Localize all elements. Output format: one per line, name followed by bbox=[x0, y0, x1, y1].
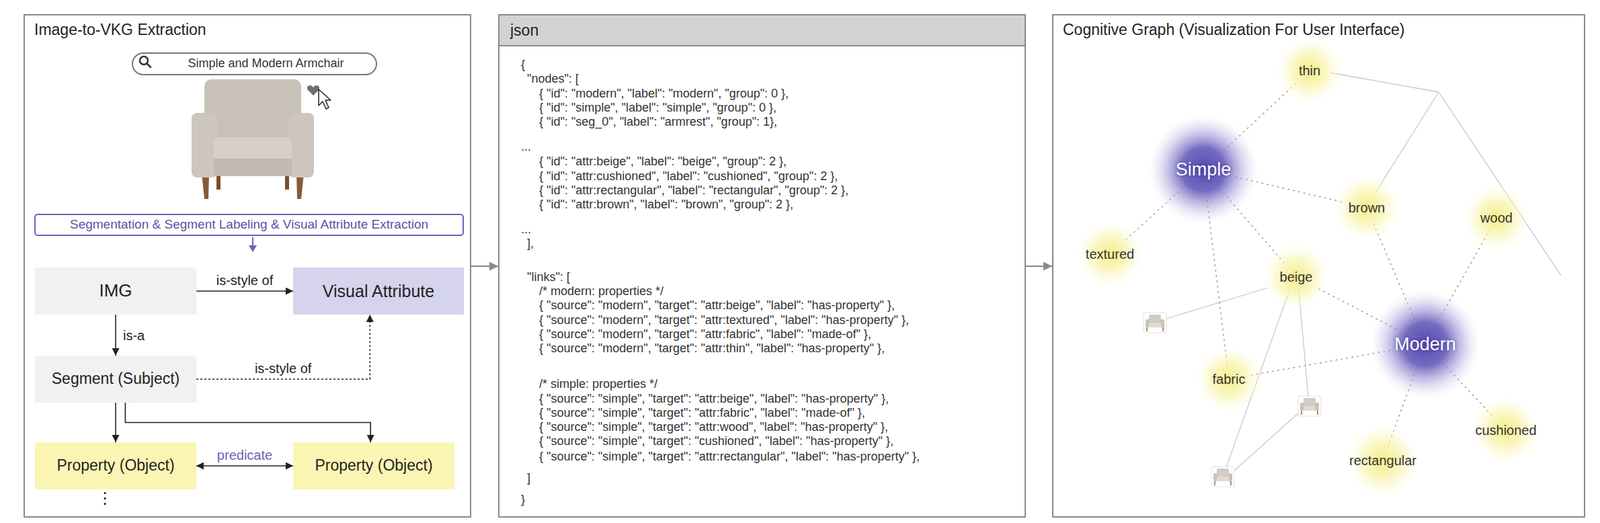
search-bar: Simple and Modern Armchair bbox=[131, 52, 378, 76]
node-label: wood bbox=[1480, 209, 1513, 226]
attribute-bubble: thin bbox=[1275, 36, 1344, 105]
graph-panel: Cognitive Graph (Visualization For User … bbox=[1052, 14, 1586, 518]
glow-circle bbox=[1345, 423, 1420, 498]
property-box: Property (Object) bbox=[34, 442, 197, 490]
relation-arrow bbox=[114, 402, 117, 443]
relation-arrow bbox=[114, 314, 117, 356]
attribute-bubble: cushioned bbox=[1471, 395, 1540, 464]
relation-arrow bbox=[196, 314, 370, 380]
code-line: { "source": "simple", "target": "attr:re… bbox=[539, 448, 920, 465]
node-label: Simple and Modern Armchair bbox=[187, 56, 344, 72]
edge-label: is-style of bbox=[252, 360, 314, 377]
code-line: { "source": "modern", "target": "attr:be… bbox=[539, 297, 895, 314]
code-line: { "source": "simple", "target": "attr:fa… bbox=[539, 404, 866, 421]
code-line: { bbox=[521, 56, 526, 73]
code-line: "nodes": [ bbox=[527, 70, 579, 87]
code-line: } bbox=[521, 491, 526, 508]
extraction-panel: Image-to-VKG ExtractionSimple and Modern… bbox=[23, 14, 472, 518]
relation-arrow bbox=[125, 402, 371, 443]
glow-circle bbox=[1262, 243, 1330, 311]
ellipsis-mark: ⋮ bbox=[96, 489, 113, 507]
code-line: { "source": "simple", "target": "cushion… bbox=[539, 432, 894, 450]
node-label: rectangular bbox=[1349, 452, 1417, 469]
glow-circle bbox=[1462, 184, 1531, 252]
node-label: Modern bbox=[1394, 333, 1457, 355]
relation-arrow bbox=[196, 465, 294, 467]
node-label: Segment (Subject) bbox=[51, 369, 180, 389]
code-line: /* simple: properties */ bbox=[539, 375, 658, 392]
node-label: Visual Attribute bbox=[322, 281, 435, 302]
code-line: { "id": "seg_0", "label": "armrest", "gr… bbox=[539, 113, 778, 130]
chair-thumbnails bbox=[1143, 312, 1322, 487]
relation-arrow bbox=[471, 265, 499, 267]
edge-label: is-a bbox=[121, 327, 147, 344]
glow-circle bbox=[1076, 220, 1144, 288]
armchair-picture bbox=[191, 79, 314, 199]
code-line: ... bbox=[521, 221, 532, 238]
panel-title: json bbox=[499, 15, 1025, 47]
code-line: { "id": "attr:cushioned", "label": "cush… bbox=[539, 168, 838, 185]
panel-title: Cognitive Graph (Visualization For User … bbox=[1062, 20, 1405, 40]
attribute-box: Visual Attribute bbox=[293, 267, 464, 315]
code-line: { "source": "simple", "target": "attr:wo… bbox=[539, 418, 889, 435]
attribute-bubble: wood bbox=[1462, 184, 1531, 252]
flow-arrow bbox=[248, 237, 257, 253]
node-label: IMG bbox=[98, 280, 132, 302]
glow-circle bbox=[1148, 114, 1258, 224]
node-label: Simple bbox=[1175, 158, 1232, 181]
panel-title: Image-to-VKG Extraction bbox=[34, 20, 207, 40]
code-line: ... bbox=[521, 138, 532, 155]
code-line: { "source": "simple", "target": "attr:be… bbox=[539, 390, 889, 407]
glow-circle bbox=[1370, 289, 1480, 399]
node-label: Segmentation & Segment Labeling & Visual… bbox=[69, 217, 429, 233]
node-label: textured bbox=[1085, 246, 1135, 263]
code-line: ], bbox=[527, 235, 534, 252]
glow-circle bbox=[1471, 395, 1540, 464]
code-line: "links": [ bbox=[527, 268, 571, 286]
search-icon bbox=[139, 56, 151, 68]
glow-circle bbox=[1333, 174, 1401, 242]
code-line: { "source": "modern", "target": "attr:te… bbox=[539, 311, 909, 329]
code-line: { "id": "attr:beige", "label": "beige", … bbox=[539, 153, 787, 170]
attribute-bubble: fabric bbox=[1195, 345, 1263, 413]
like-cursor-icon bbox=[307, 85, 331, 109]
node-label: cushioned bbox=[1474, 422, 1537, 439]
relation-arrow bbox=[1025, 265, 1053, 267]
style-bubble: Simple bbox=[1148, 114, 1258, 224]
node-label: beige bbox=[1280, 268, 1313, 286]
code-line: /* modern: properties */ bbox=[539, 283, 664, 300]
node-label: Property (Object) bbox=[314, 456, 433, 476]
node-label: fabric bbox=[1212, 371, 1246, 388]
attribute-bubble: textured bbox=[1076, 220, 1144, 288]
code-line: { "id": "simple", "label": "simple", "gr… bbox=[539, 99, 777, 116]
code-line: { "id": "attr:brown", "label": "brown", … bbox=[539, 196, 794, 213]
json-panel: json {"nodes": [{ "id": "modern", "label"… bbox=[498, 14, 1026, 518]
graph-link bbox=[1249, 350, 1391, 376]
edge-label: is-style of bbox=[214, 272, 275, 289]
code-line: ] bbox=[527, 469, 531, 487]
code-line: { "source": "modern", "target": "attr:th… bbox=[539, 340, 885, 357]
node-label: thin bbox=[1298, 62, 1321, 79]
attribute-bubble: brown bbox=[1333, 174, 1401, 242]
segment-box: Segment (Subject) bbox=[34, 355, 197, 403]
image-box: IMG bbox=[34, 267, 197, 315]
style-bubble: Modern bbox=[1370, 289, 1480, 399]
process-banner: Segmentation & Segment Labeling & Visual… bbox=[34, 213, 464, 236]
relation-arrow bbox=[196, 290, 294, 292]
attribute-bubble: beige bbox=[1262, 243, 1330, 311]
property-box: Property (Object) bbox=[293, 442, 455, 490]
glow-circle bbox=[1275, 36, 1344, 105]
node-label: Property (Object) bbox=[56, 456, 175, 476]
code-line: { "source": "modern", "target": "attr:fa… bbox=[539, 326, 872, 343]
edge-label: predicate bbox=[215, 447, 275, 464]
code-line: { "id": "attr:rectangular", "label": "re… bbox=[539, 182, 849, 199]
code-line: { "id": "modern", "label": "modern", "gr… bbox=[539, 85, 789, 102]
node-label: brown bbox=[1348, 199, 1385, 216]
glow-circle bbox=[1195, 345, 1263, 413]
attribute-bubble: rectangular bbox=[1345, 423, 1420, 498]
